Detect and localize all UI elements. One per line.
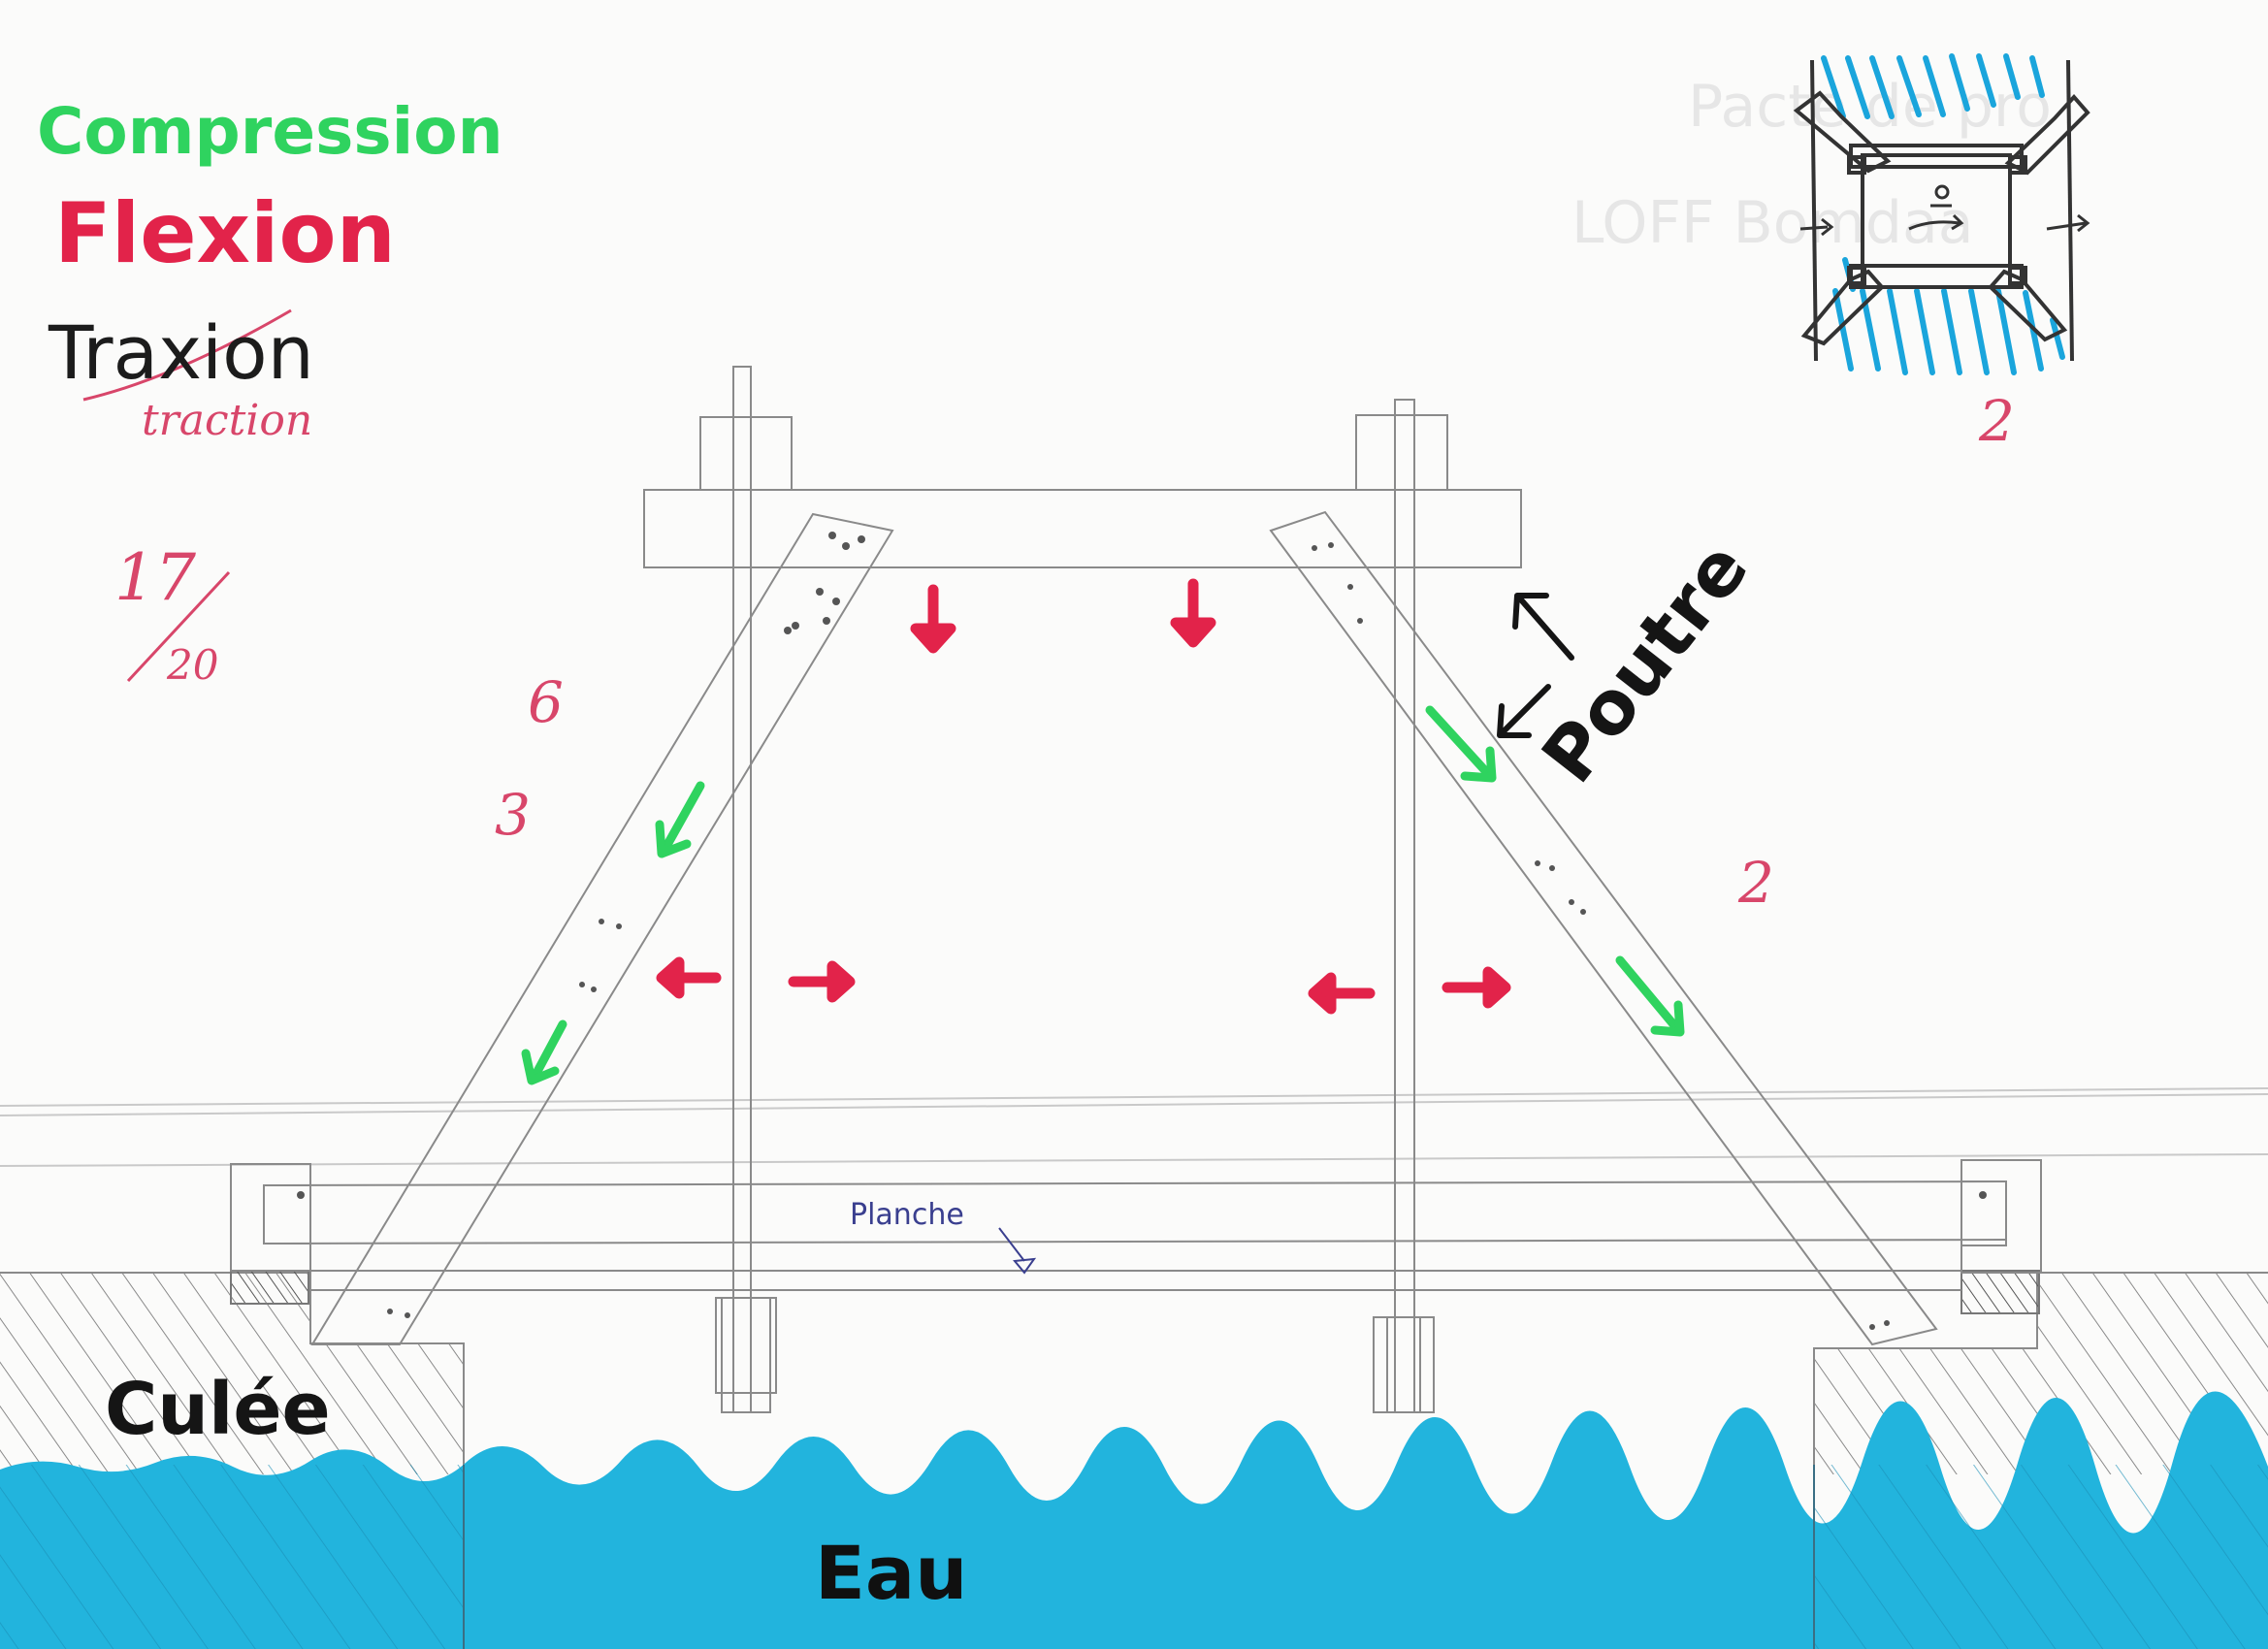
compression-arrow-1 — [655, 781, 705, 858]
score-right: 2 — [1737, 850, 1774, 916]
label-culee: Culée — [105, 1368, 331, 1451]
compression-arrows — [521, 705, 1685, 1085]
compression-arrow-4 — [1615, 955, 1685, 1037]
svg-text:LOFF Bomdaa: LOFF Bomdaa — [1571, 189, 1974, 257]
compression-arrow-3 — [1425, 705, 1497, 783]
flexion-arrow-left-2 — [1308, 972, 1376, 1015]
compression-arrow-2 — [521, 1019, 567, 1085]
flexion-arrows — [656, 578, 1511, 1015]
flexion-arrow-down-right — [1170, 578, 1216, 648]
flexion-arrow-right-1 — [788, 960, 856, 1003]
left-abutment — [0, 1163, 465, 1649]
score-inset: 2 — [1978, 388, 2015, 454]
left-post — [699, 366, 793, 1413]
traxion-strike — [82, 308, 292, 402]
left-strut — [310, 512, 894, 1345]
legend-flexion: Flexion — [54, 185, 396, 282]
ghost-text: Pacte de pro LOFF Bomdaa — [1571, 73, 2052, 257]
legend-traction-correction: traction — [142, 396, 312, 445]
poutre-pointer-arrows — [1497, 593, 1574, 738]
planche-pointer — [998, 1227, 1037, 1275]
score-left-top: 6 — [528, 669, 564, 735]
legend-traxion: Traxion — [48, 309, 314, 396]
right-strut — [1269, 510, 1938, 1346]
label-eau: Eau — [815, 1530, 967, 1616]
grade-numerator: 17 — [114, 540, 196, 615]
label-planche: Planche — [850, 1198, 964, 1232]
score-left-bottom: 3 — [495, 782, 531, 848]
flexion-arrow-down-left — [910, 584, 956, 654]
right-abutment — [1813, 1159, 2268, 1649]
svg-text:Pacte de pro: Pacte de pro — [1688, 73, 2052, 141]
grade-slash — [126, 570, 231, 683]
legend-compression: Compression — [37, 94, 503, 169]
upper-crossbeam — [643, 489, 1522, 568]
strut-dots — [297, 532, 1987, 1330]
flexion-arrow-left-1 — [656, 956, 722, 999]
guide-lines — [0, 1087, 2268, 1167]
label-poutre: Poutre — [1525, 526, 1765, 798]
inset-sketch — [1793, 53, 2090, 375]
deck-planche — [263, 1180, 2007, 1291]
right-post — [1355, 399, 1448, 1413]
flexion-arrow-right-2 — [1442, 966, 1511, 1009]
grade-denominator: 20 — [166, 641, 218, 689]
water — [0, 1391, 2268, 1649]
